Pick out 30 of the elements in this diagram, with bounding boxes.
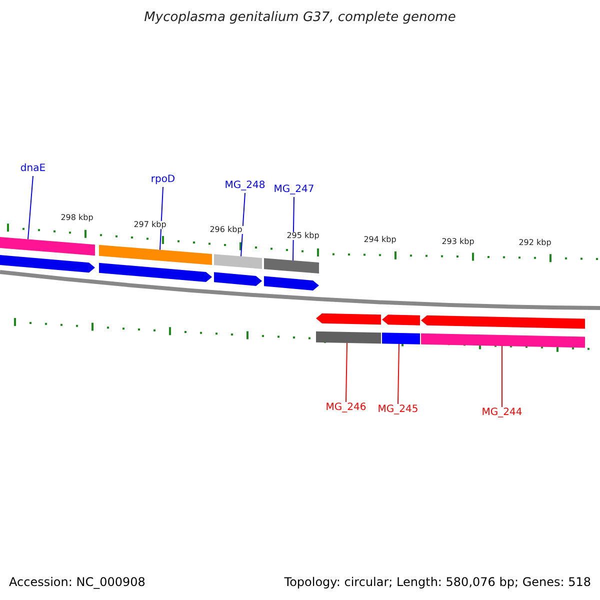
gene-drawing <box>0 236 95 273</box>
diagram-title: Mycoplasma genitalium G37, complete genome <box>144 11 456 24</box>
gene-label: dnaE <box>20 164 46 174</box>
scale-label: 295 kbp <box>286 232 320 240</box>
scale-label: 292 kbp <box>518 239 552 247</box>
gene-label: MG_247 <box>274 185 314 195</box>
leader-line <box>346 342 348 402</box>
gene-drawing <box>264 258 319 291</box>
scale-label: 298 kbp <box>60 214 94 222</box>
leader-line <box>160 186 164 250</box>
gene-label: rpoD <box>150 175 176 185</box>
leader-line <box>28 176 34 240</box>
gene-drawing <box>316 313 381 344</box>
gene-label: MG_246 <box>326 403 366 413</box>
scale-label: 294 kbp <box>362 236 398 244</box>
leader-line <box>240 192 246 257</box>
footer-text: Topology: circular; Length: 580,076 bp; Genes: 518 <box>284 576 591 588</box>
gene-drawing <box>99 244 212 282</box>
gene-label: MG_245 <box>378 405 418 415</box>
leader-line <box>292 196 294 261</box>
footer-text: Accession: NC_000908 <box>9 576 146 588</box>
gene-drawing <box>421 315 585 348</box>
gene-label: MG_244 <box>482 408 522 418</box>
gene-drawing <box>382 314 420 344</box>
scale-label: 297 kbp <box>132 221 168 229</box>
leader-line <box>398 343 400 404</box>
scale-label: 293 kbp <box>440 238 476 246</box>
gene-drawing <box>214 254 262 286</box>
gene-label: MG_248 <box>224 181 266 191</box>
scale-label: 296 kbp <box>208 226 244 234</box>
